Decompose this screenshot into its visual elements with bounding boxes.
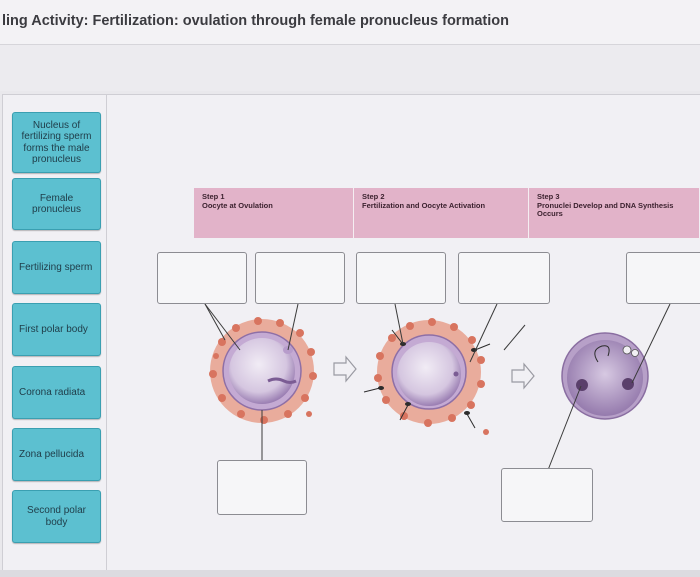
drop-target-step3-top[interactable]	[626, 252, 700, 304]
oocyte-step-1	[209, 317, 317, 424]
drop-target-step2-right[interactable]	[458, 252, 550, 304]
title-bar: ling Activity: Fertilization: ovulation …	[0, 0, 700, 45]
label-tile-male-pronucleus[interactable]: Nucleus of fertilizing sperm forms the m…	[12, 112, 101, 173]
zygote-step-3	[561, 332, 649, 420]
label-tile-corona-radiata[interactable]: Corona radiata	[12, 366, 101, 419]
label-tile-fertilizing-sperm[interactable]: Fertilizing sperm	[12, 241, 101, 294]
step-2-header: Step 2 Fertilization and Oocyte Activati…	[354, 188, 528, 238]
label-tile-first-polar-body[interactable]: First polar body	[12, 303, 101, 356]
oocyte-step-2	[363, 318, 491, 435]
step-2-title: Fertilization and Oocyte Activation	[362, 200, 486, 210]
drop-target-step1-right[interactable]	[255, 252, 345, 304]
label-tile-zona-pellucida[interactable]: Zona pellucida	[12, 428, 101, 481]
leader-lines	[204, 303, 671, 471]
step-3-header: Step 3 Pronuclei Develop and DNA Synthes…	[529, 188, 699, 238]
step-1-title: Oocyte at Ovulation	[202, 200, 273, 210]
page-title: ling Activity: Fertilization: ovulation …	[2, 13, 509, 29]
drop-target-step2-left[interactable]	[356, 252, 446, 304]
label-tile-second-polar-body[interactable]: Second polar body	[12, 490, 101, 543]
step-2-number: Step 2	[362, 192, 385, 201]
step-divider	[528, 188, 529, 238]
step-1-number: Step 1	[202, 192, 225, 201]
label-bank: Nucleus of fertilizing sperm forms the m…	[2, 94, 107, 570]
step-1-header: Step 1 Oocyte at Ovulation	[194, 188, 353, 238]
bottom-strip	[0, 570, 700, 577]
toolbar-band	[0, 45, 700, 91]
arrow-right-icon	[511, 362, 535, 390]
drop-target-step1-bottom[interactable]	[217, 460, 307, 515]
step-3-number: Step 3	[537, 192, 560, 201]
arrow-right-icon	[333, 355, 357, 383]
step-divider	[353, 188, 354, 238]
drop-target-step1-left[interactable]	[157, 252, 247, 304]
step-3-title: Pronuclei Develop and DNA Synthesis Occu…	[537, 200, 674, 219]
drop-target-step3-bottom[interactable]	[501, 468, 593, 522]
label-tile-female-pronucleus[interactable]: Female pronucleus	[12, 178, 101, 230]
